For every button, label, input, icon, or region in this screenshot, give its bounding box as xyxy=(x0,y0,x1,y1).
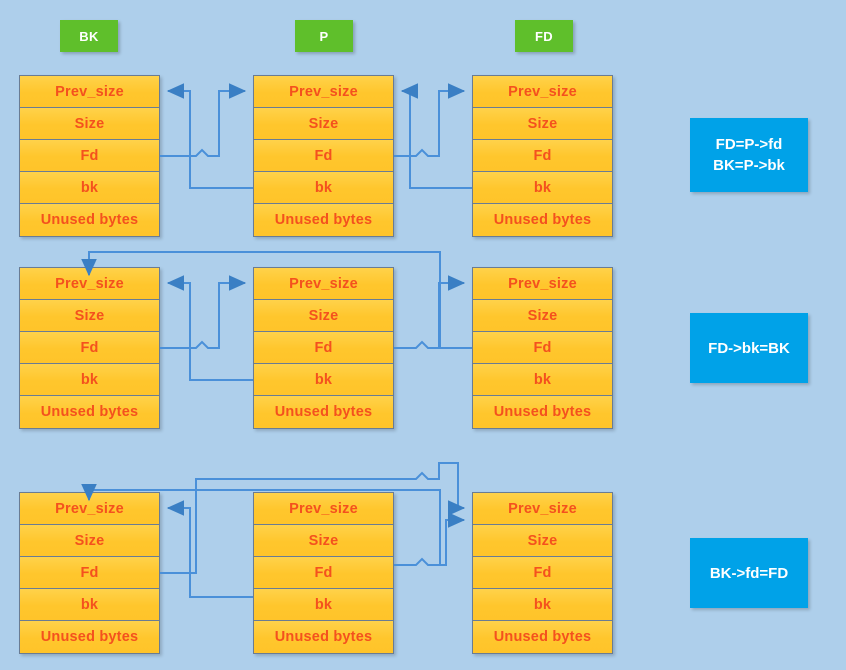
chunk-cell-size: Size xyxy=(254,108,393,140)
arrow-row2-p-bk-to-bk xyxy=(166,275,253,381)
arrow-row3-p-bk-to-bk xyxy=(166,500,253,598)
chunk-p-row-3: Prev_size Size Fd bk Unused bytes xyxy=(253,492,394,654)
chunk-cell-prev-size: Prev_size xyxy=(20,268,159,300)
chunk-fd-row-3: Prev_size Size Fd bk Unused bytes xyxy=(472,492,613,654)
arrow-row1-p-bk-to-bk xyxy=(166,83,253,189)
arrow-row3-p-fd-to-fd xyxy=(394,512,466,566)
chunk-bk-row-2: Prev_size Size Fd bk Unused bytes xyxy=(19,267,160,429)
arrow-row1-fd-bk-to-p xyxy=(400,83,472,189)
chunk-p-row-1: Prev_size Size Fd bk Unused bytes xyxy=(253,75,394,237)
chunk-cell-bk: bk xyxy=(473,172,612,204)
fd-pointer-label-text: FD xyxy=(535,28,553,44)
chunk-cell-unused-bytes: Unused bytes xyxy=(473,621,612,653)
chunk-cell-fd: Fd xyxy=(254,557,393,589)
chunk-cell-size: Size xyxy=(254,525,393,557)
chunk-cell-bk: bk xyxy=(20,172,159,204)
p-pointer-label-text: P xyxy=(319,28,329,44)
chunk-cell-size: Size xyxy=(20,108,159,140)
note-row-1: FD=P->fd BK=P->bk xyxy=(690,118,808,192)
note-row-1-line-1: FD=P->fd xyxy=(715,136,783,153)
note-row-2: FD->bk=BK xyxy=(690,313,808,383)
note-row-2-line-1: FD->bk=BK xyxy=(708,339,790,357)
chunk-cell-fd: Fd xyxy=(254,140,393,172)
chunk-cell-bk: bk xyxy=(20,589,159,621)
chunk-cell-unused-bytes: Unused bytes xyxy=(20,204,159,236)
chunk-cell-bk: bk xyxy=(254,172,393,204)
chunk-cell-prev-size: Prev_size xyxy=(254,493,393,525)
chunk-cell-prev-size: Prev_size xyxy=(473,493,612,525)
chunk-cell-unused-bytes: Unused bytes xyxy=(254,396,393,428)
chunk-cell-prev-size: Prev_size xyxy=(20,76,159,108)
note-row-3: BK->fd=FD xyxy=(690,538,808,608)
chunk-cell-bk: bk xyxy=(20,364,159,396)
chunk-cell-fd: Fd xyxy=(473,140,612,172)
chunk-cell-bk: bk xyxy=(254,589,393,621)
bk-pointer-label-text: BK xyxy=(79,28,99,44)
chunk-cell-prev-size: Prev_size xyxy=(473,76,612,108)
chunk-cell-prev-size: Prev_size xyxy=(473,268,612,300)
chunk-cell-fd: Fd xyxy=(20,332,159,364)
chunk-cell-size: Size xyxy=(473,525,612,557)
chunk-cell-fd: Fd xyxy=(473,557,612,589)
arrow-row1-p-fd-to-fd xyxy=(394,83,466,157)
chunk-cell-unused-bytes: Unused bytes xyxy=(473,204,612,236)
chunk-cell-unused-bytes: Unused bytes xyxy=(20,621,159,653)
chunk-cell-fd: Fd xyxy=(473,332,612,364)
chunk-cell-bk: bk xyxy=(254,364,393,396)
chunk-cell-bk: bk xyxy=(473,589,612,621)
chunk-cell-unused-bytes: Unused bytes xyxy=(20,396,159,428)
fd-pointer-label: FD xyxy=(515,20,573,52)
chunk-cell-bk: bk xyxy=(473,364,612,396)
chunk-bk-row-3: Prev_size Size Fd bk Unused bytes xyxy=(19,492,160,654)
chunk-cell-size: Size xyxy=(473,300,612,332)
p-pointer-label: P xyxy=(295,20,353,52)
chunk-bk-row-1: Prev_size Size Fd bk Unused bytes xyxy=(19,75,160,237)
chunk-cell-unused-bytes: Unused bytes xyxy=(473,396,612,428)
chunk-cell-unused-bytes: Unused bytes xyxy=(254,621,393,653)
chunk-cell-fd: Fd xyxy=(20,557,159,589)
note-row-1-line-2: BK=P->bk xyxy=(713,157,785,174)
bk-pointer-label: BK xyxy=(60,20,118,52)
chunk-cell-prev-size: Prev_size xyxy=(254,76,393,108)
chunk-cell-fd: Fd xyxy=(254,332,393,364)
chunk-cell-prev-size: Prev_size xyxy=(20,493,159,525)
chunk-fd-row-2: Prev_size Size Fd bk Unused bytes xyxy=(472,267,613,429)
chunk-fd-row-1: Prev_size Size Fd bk Unused bytes xyxy=(472,75,613,237)
chunk-cell-size: Size xyxy=(254,300,393,332)
chunk-cell-fd: Fd xyxy=(20,140,159,172)
chunk-cell-unused-bytes: Unused bytes xyxy=(254,204,393,236)
chunk-p-row-2: Prev_size Size Fd bk Unused bytes xyxy=(253,267,394,429)
chunk-cell-prev-size: Prev_size xyxy=(254,268,393,300)
chunk-cell-size: Size xyxy=(20,525,159,557)
note-row-3-line-1: BK->fd=FD xyxy=(709,564,789,582)
chunk-cell-size: Size xyxy=(473,108,612,140)
arrow-row2-p-fd-to-fd xyxy=(394,275,466,349)
arrow-row2-bk-fd-to-p xyxy=(160,275,247,349)
arrow-row1-bk-fd-to-p xyxy=(160,83,247,157)
chunk-cell-size: Size xyxy=(20,300,159,332)
